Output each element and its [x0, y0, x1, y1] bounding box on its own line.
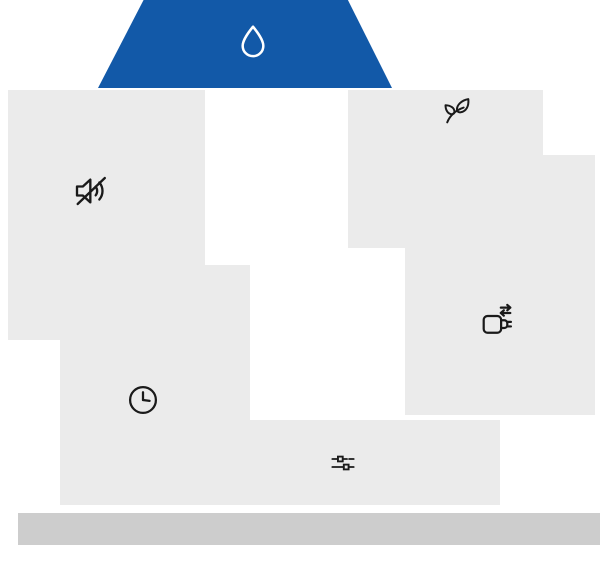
plug-swap-icon [478, 303, 516, 341]
settings-tile[interactable] [205, 420, 500, 505]
connection-tile[interactable] [405, 155, 595, 415]
water-program-banner [98, 0, 392, 88]
water-drop-icon [233, 22, 273, 62]
sliders-icon [327, 447, 359, 479]
bottom-bar [18, 513, 600, 545]
volume-mute-icon [71, 171, 111, 211]
leaf-icon [439, 94, 473, 128]
clock-icon [125, 382, 161, 418]
